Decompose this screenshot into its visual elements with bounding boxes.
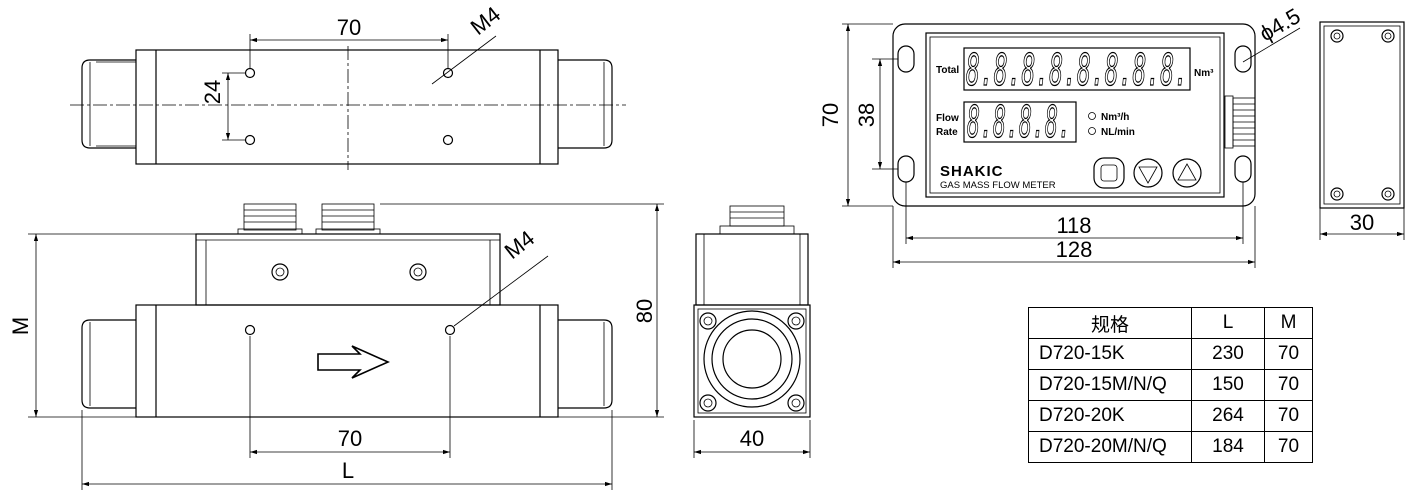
total-label: Total xyxy=(936,65,959,76)
table-cell: 264 xyxy=(1191,400,1265,432)
table-cell: 70 xyxy=(1264,400,1313,432)
meter-dim-38: 38 xyxy=(854,103,879,127)
table-cell: D720-20M/N/Q xyxy=(1028,431,1192,463)
product-name: GAS MASS FLOW METER xyxy=(940,180,1056,191)
table-header-row: 规格 L M xyxy=(1028,307,1313,339)
meter-dim-70: 70 xyxy=(818,103,843,127)
front-thread-label: M4 xyxy=(500,225,539,264)
front-view: M 80 70 L M4 xyxy=(8,203,664,490)
menu-button xyxy=(1093,157,1125,189)
table-cell: D720-15K xyxy=(1028,338,1192,370)
table-cell: D720-15M/N/Q xyxy=(1028,369,1192,401)
brand-label: SHAKIC xyxy=(940,163,1004,180)
unit-option-1: Nm³/h xyxy=(1101,112,1129,123)
spec-table: 规格 L M D720-15K 230 70 D720-15M/N/Q 150 … xyxy=(1028,307,1313,463)
unit-option-2: NL/min xyxy=(1101,127,1135,138)
meter-dim-118: 118 xyxy=(1056,213,1091,238)
table-cell: 70 xyxy=(1264,338,1313,370)
top-dim-70: 70 xyxy=(337,15,361,40)
table-cell: D720-20K xyxy=(1028,400,1192,432)
front-dim-m: M xyxy=(8,317,33,335)
unit-indicator-2 xyxy=(1088,127,1096,135)
side-dim-40: 40 xyxy=(740,426,764,451)
unit-indicator-1 xyxy=(1088,112,1096,120)
table-cell: 230 xyxy=(1191,338,1265,370)
meter-side-view: 30 xyxy=(1319,21,1405,240)
meter-side-dim-30: 30 xyxy=(1350,210,1374,235)
table-row: D720-15M/N/Q 150 70 xyxy=(1028,369,1313,401)
table-header: M xyxy=(1264,307,1313,339)
table-cell: 184 xyxy=(1191,431,1265,463)
front-dim-80: 80 xyxy=(632,299,657,323)
front-dim-70: 70 xyxy=(338,426,362,451)
total-digits: 8.8.8.8.8.8.8.8. xyxy=(966,45,1188,96)
table-cell: 70 xyxy=(1264,431,1313,463)
down-button xyxy=(1133,158,1163,188)
table-row: D720-20K 264 70 xyxy=(1028,400,1313,432)
flow-label-line2: Rate xyxy=(936,127,958,138)
table-cell: 150 xyxy=(1191,369,1265,401)
flow-digits: 8.8.8.8. xyxy=(967,97,1071,148)
top-thread-label: M4 xyxy=(466,1,505,40)
top-dim-24: 24 xyxy=(200,80,225,104)
up-button xyxy=(1172,158,1202,188)
table-row: D720-15K 230 70 xyxy=(1028,338,1313,370)
meter-dim-128: 128 xyxy=(1056,237,1093,262)
side-view: 40 xyxy=(693,205,811,458)
table-cell: 70 xyxy=(1264,369,1313,401)
table-header: 规格 xyxy=(1028,307,1192,339)
total-unit: Nm³ xyxy=(1194,68,1214,79)
table-row: D720-20M/N/Q 184 70 xyxy=(1028,431,1313,463)
front-dim-l: L xyxy=(342,458,354,483)
flow-label-line1: Flow xyxy=(936,113,959,124)
table-header: L xyxy=(1191,307,1265,339)
top-view: 70 24 M4 xyxy=(70,1,626,170)
meter-front-view: Total 8.8.8.8.8.8.8.8. Nm³ Flow Rate 8.8… xyxy=(818,3,1305,268)
